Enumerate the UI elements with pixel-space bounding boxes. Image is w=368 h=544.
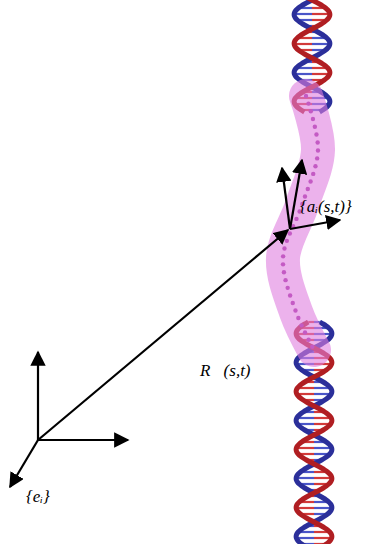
centerline-dot (311, 172, 315, 176)
centerline-dot (281, 254, 285, 258)
centerline-dot (304, 94, 308, 98)
frame-axis (37, 352, 39, 440)
centerline-dot (313, 164, 317, 168)
centerline-dot (316, 148, 320, 152)
frame-axis (38, 439, 128, 441)
centerline-dot (282, 270, 286, 274)
centerline-dot (285, 286, 289, 290)
centerline-dot (293, 308, 297, 312)
centerline-dot (309, 109, 313, 113)
frame-axis (290, 220, 340, 229)
centerline-dot (288, 231, 292, 235)
centerline-dot (291, 301, 295, 305)
centerline-dot (310, 345, 314, 349)
centerline-dot (294, 217, 298, 221)
centerline-dot (313, 125, 317, 129)
centerline-dot (288, 293, 292, 297)
centerline-dot (315, 140, 319, 144)
centerline-dot (314, 132, 318, 136)
rod-segment (281, 94, 320, 350)
centerline-dot (281, 262, 285, 266)
centerline-dot (308, 179, 312, 183)
centerline-dot (303, 330, 307, 334)
frame-axis (10, 440, 38, 487)
centerline-dot (296, 316, 300, 320)
rod-tube (283, 96, 318, 350)
centerline-dot (282, 246, 286, 250)
frame-axis (282, 168, 290, 229)
centerline-dot (311, 117, 315, 121)
centerline-dot (306, 101, 310, 105)
centerline-dot (285, 239, 289, 243)
body-frame (282, 160, 340, 229)
lab-frame (10, 230, 288, 487)
math-label: R⃗(s,t) (200, 362, 251, 379)
math-label: {eᵢ} (26, 488, 50, 505)
centerline-dot (283, 278, 287, 282)
centerline-dot (299, 323, 303, 327)
centerline-dot (315, 156, 319, 160)
frame-axis (290, 160, 302, 229)
math-label: {aᵢ(s,t)} (300, 198, 352, 215)
position-vector (38, 230, 288, 440)
centerline-dot (306, 187, 310, 191)
centerline-dot (306, 338, 310, 342)
